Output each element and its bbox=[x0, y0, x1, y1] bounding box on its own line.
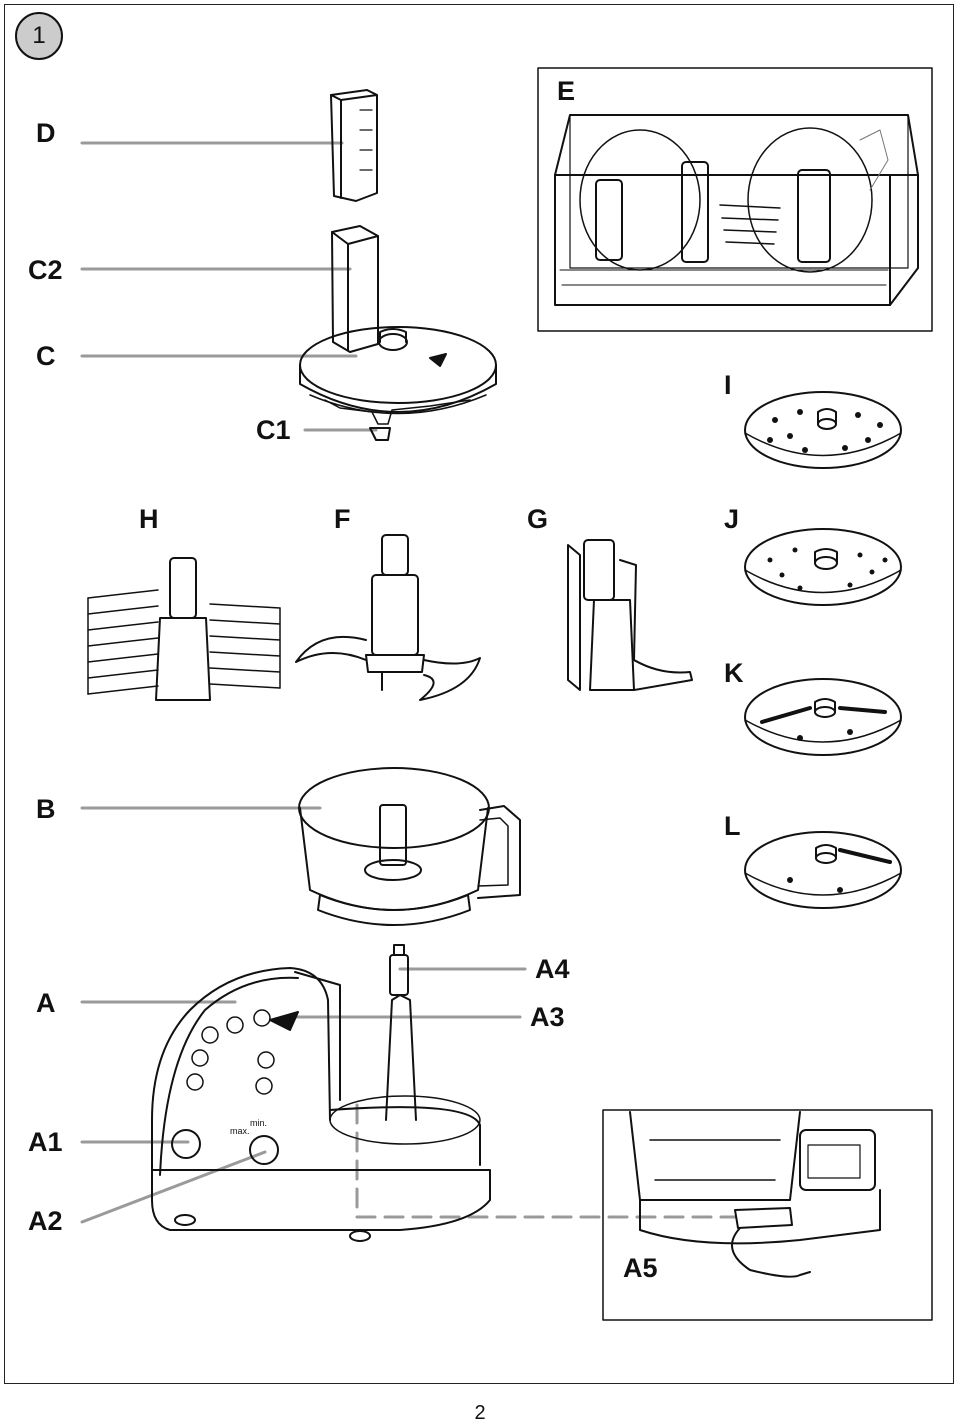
dial-min-text: min. bbox=[250, 1118, 268, 1128]
dial-max-text: max. bbox=[230, 1126, 250, 1136]
label-L: L bbox=[724, 811, 741, 841]
page-number: 2 bbox=[474, 1402, 486, 1424]
disc-K bbox=[744, 678, 902, 756]
label-C2: C2 bbox=[28, 255, 63, 285]
label-E: E bbox=[557, 76, 576, 106]
figure-frame bbox=[4, 4, 954, 1384]
storage-box-E bbox=[537, 67, 933, 332]
figure-number-badge: 1 bbox=[15, 12, 63, 60]
leader-lines bbox=[80, 141, 527, 1224]
motor-unit-A bbox=[151, 944, 491, 1242]
dough-tool-G bbox=[567, 539, 693, 691]
emulsifying-disc-H bbox=[87, 557, 281, 701]
label-A5: A5 bbox=[623, 1253, 658, 1283]
detail-connector bbox=[355, 1103, 737, 1219]
food-pusher-D bbox=[330, 89, 378, 202]
chopping-blade-F bbox=[295, 534, 481, 701]
label-C1: C1 bbox=[256, 415, 291, 445]
label-D: D bbox=[36, 118, 56, 148]
label-K: K bbox=[724, 658, 744, 688]
label-J: J bbox=[724, 504, 740, 534]
label-A: A bbox=[36, 988, 56, 1018]
label-H: H bbox=[139, 504, 159, 534]
label-A4: A4 bbox=[535, 954, 570, 984]
lid-C bbox=[299, 225, 497, 441]
label-B: B bbox=[36, 794, 56, 824]
label-A1: A1 bbox=[28, 1127, 63, 1157]
disc-L bbox=[744, 831, 902, 909]
disc-J bbox=[744, 528, 902, 606]
label-A2: A2 bbox=[28, 1206, 63, 1236]
label-C: C bbox=[36, 341, 56, 371]
label-G: G bbox=[527, 504, 549, 534]
label-F: F bbox=[334, 504, 351, 534]
disc-I bbox=[744, 391, 902, 469]
bowl-B bbox=[298, 767, 521, 926]
label-I: I bbox=[724, 370, 732, 400]
label-A3: A3 bbox=[530, 1002, 565, 1032]
detail-A5 bbox=[602, 1109, 933, 1321]
